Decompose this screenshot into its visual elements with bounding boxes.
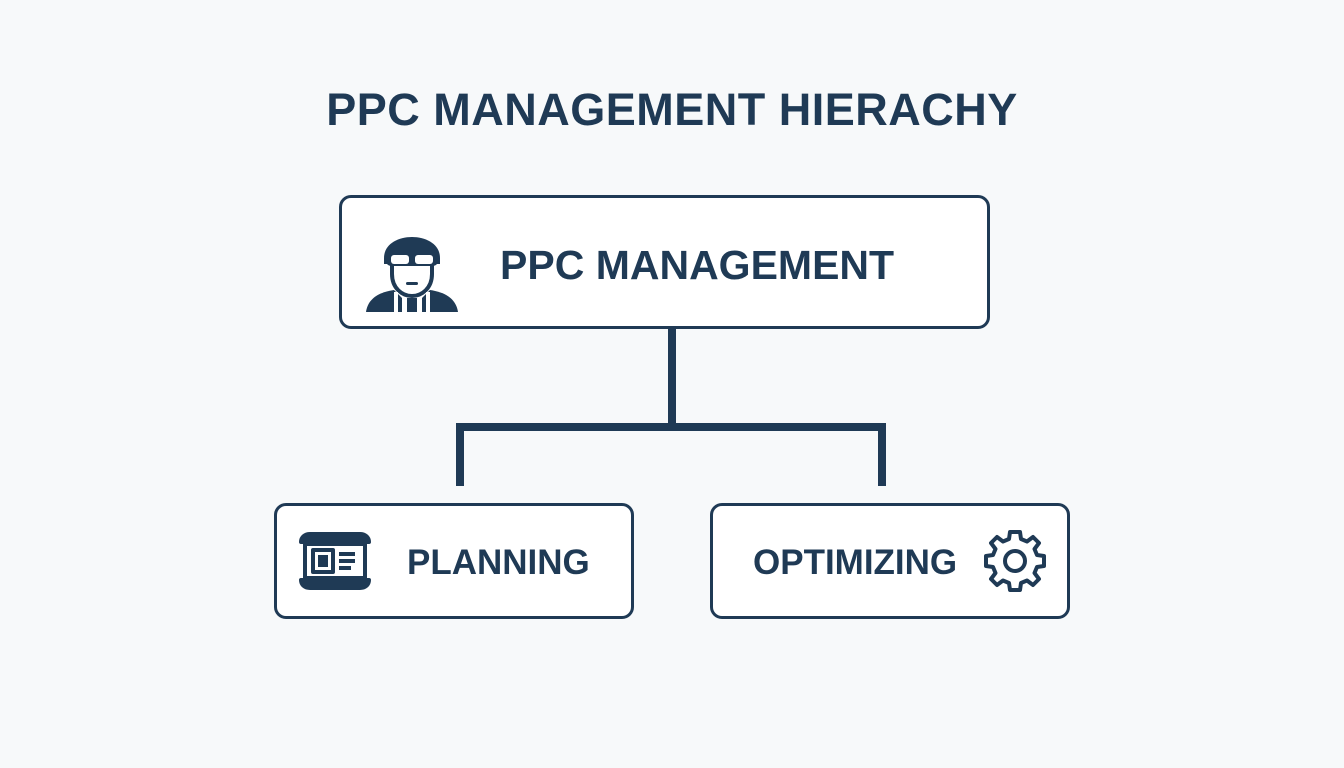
screen-panel-icon [299, 532, 371, 590]
person-with-helmet-goggles-icon [366, 237, 458, 312]
connector-branch-bar [456, 423, 886, 486]
child-node-planning: PLANNING [274, 503, 634, 619]
child-node-optimizing: OPTIMIZING [710, 503, 1070, 619]
root-node: PPC MANAGEMENT [339, 195, 990, 329]
optimizing-label: OPTIMIZING [753, 543, 958, 582]
gear-icon [984, 530, 1046, 592]
diagram-title: PPC MANAGEMENT HIERACHY [326, 84, 1018, 135]
root-node-label: PPC MANAGEMENT [500, 242, 895, 288]
planning-label: PLANNING [407, 543, 590, 582]
